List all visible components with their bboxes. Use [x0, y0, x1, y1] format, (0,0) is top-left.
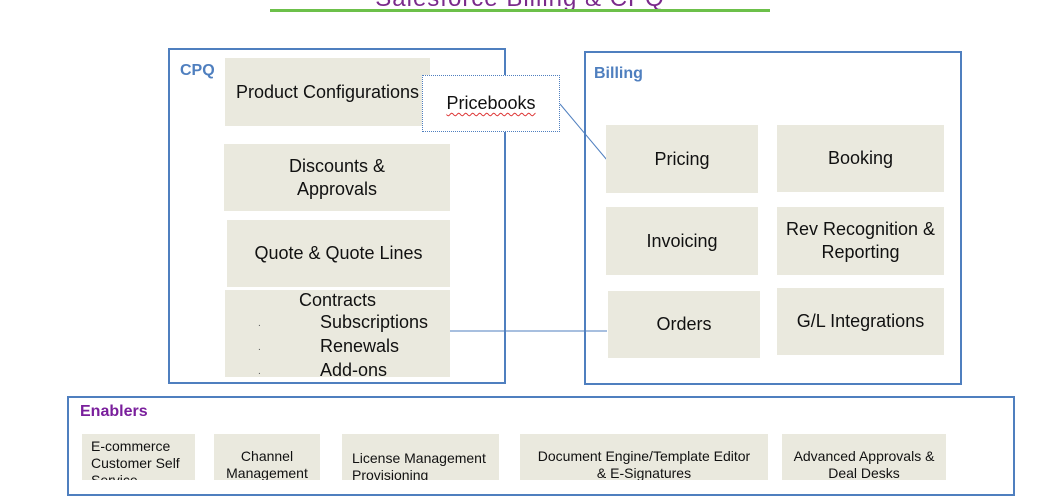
discounts-approvals-box: Discounts & Approvals	[224, 144, 450, 211]
cpq-group	[168, 48, 506, 384]
enabler-document-engine: Document Engine/Template Editor & E-Sign…	[520, 434, 768, 480]
enabler-channel: Channel Management	[214, 434, 320, 480]
bullet-icon: .	[258, 342, 261, 353]
enabler-license-line1: License Management	[352, 450, 486, 466]
enabler-document-line2: & E-Signatures	[596, 465, 692, 480]
rev-recognition-box: Rev Recognition & Reporting	[777, 207, 944, 275]
title-underline	[270, 9, 770, 12]
bullet-icon: .	[258, 366, 261, 377]
cpq-label: CPQ	[180, 62, 215, 79]
enabler-ecommerce-line3: Service	[91, 472, 138, 480]
billing-group	[584, 51, 962, 385]
product-configurations-box: Product Configurations	[225, 58, 430, 126]
orders-box: Orders	[608, 291, 760, 358]
rev-line2: Reporting	[821, 242, 900, 262]
contracts-item-add-ons: Add-ons	[320, 360, 388, 380]
enabler-license: License Management Provisioning	[342, 434, 499, 480]
contracts-box: Contracts . Subscriptions . Renewals . A…	[225, 290, 450, 380]
pricebooks-pricing-connector	[559, 103, 608, 161]
contracts-title: Contracts	[298, 290, 377, 310]
enabler-channel-line1: Channel	[240, 448, 294, 464]
discounts-line1: Discounts &	[288, 155, 386, 176]
pricebooks-label: Pricebooks	[446, 93, 536, 113]
pricing-box: Pricing	[606, 125, 758, 193]
billing-label: Billing	[594, 65, 643, 82]
enabler-license-line2: Provisioning	[352, 467, 429, 480]
enabler-ecommerce-line2: Customer Self	[91, 455, 180, 471]
rev-line1: Rev Recognition &	[785, 219, 936, 239]
quote-lines-box: Quote & Quote Lines	[227, 220, 450, 287]
enabler-ecommerce-line1: E-commerce	[91, 438, 171, 454]
enabler-approvals-line1: Advanced Approvals &	[793, 448, 935, 464]
enabler-advanced-approvals: Advanced Approvals & Deal Desks	[782, 434, 946, 480]
connector-lines	[448, 103, 608, 332]
enabler-ecommerce: E-commerce Customer Self Service	[82, 434, 195, 480]
enabler-approvals-line2: Deal Desks	[828, 465, 900, 480]
contracts-item-renewals: Renewals	[320, 336, 400, 356]
discounts-line2: Approvals	[296, 178, 378, 199]
invoicing-box: Invoicing	[606, 207, 758, 275]
pricebooks-box: Pricebooks	[422, 75, 560, 132]
bullet-icon: .	[258, 318, 261, 329]
enablers-label: Enablers	[80, 403, 148, 420]
booking-box: Booking	[777, 125, 944, 192]
enabler-document-line1: Document Engine/Template Editor	[537, 448, 751, 464]
enabler-channel-line2: Management	[226, 465, 308, 480]
gl-integrations-box: G/L Integrations	[777, 288, 944, 355]
contracts-item-subscriptions: Subscriptions	[320, 312, 429, 332]
